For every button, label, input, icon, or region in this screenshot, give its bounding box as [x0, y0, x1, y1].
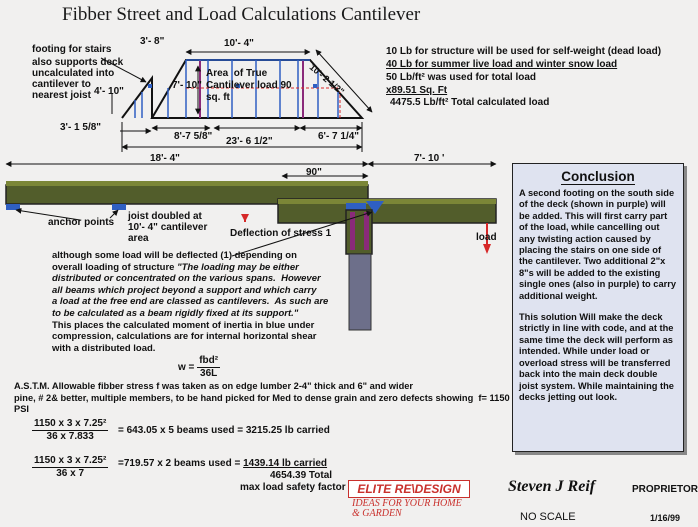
astm-note: A.S.T.M. Allowable fibber stress f was t… [14, 381, 510, 415]
explanation-line-2: overall loading of structure "The loadin… [52, 262, 352, 274]
calc-2-result-text: =719.57 x 2 beams used = [118, 458, 244, 469]
conclusion-heading: Conclusion [513, 169, 683, 185]
dim-7-10-side: 7'- 10 ' [414, 153, 445, 164]
deflection-label: Deflection of stress 1 [230, 228, 332, 239]
load-line-2: 40 Lb for summer live load and winter sn… [386, 59, 618, 70]
scale-label: NO SCALE [520, 511, 576, 523]
dim-8-7-5-8: 8'-7 5/8" [174, 131, 213, 142]
joist-label: joist doubled at 10'- 4" cantilever area [128, 211, 208, 244]
dim-3-8: 3'- 8" [140, 36, 165, 47]
dim-3-1-5-8: 3'- 1 5/8" [60, 122, 102, 133]
dim-18-4: 18'- 4" [150, 153, 180, 164]
dim-4-10: 4'- 10" [94, 86, 124, 97]
calc-1-result: = 643.05 x 5 beams used = 3215.25 lb car… [118, 425, 330, 436]
calc-2-denominator: 36 x 7 [56, 468, 85, 479]
side-elevation [5, 161, 497, 331]
conclusion-panel: Conclusion A second footing on the south… [512, 163, 684, 452]
load-line-1: 10 Lb for structure will be used for sel… [386, 46, 662, 57]
calc-1-denominator: 36 x 7.833 [46, 431, 94, 442]
calc-1-numerator: 1150 x 3 x 7.25² [32, 418, 109, 431]
conclusion-paragraph-2: This solution Will make the deck strictl… [519, 312, 674, 402]
load-line-5: 4475.5 Lb/ft² Total calculated load [390, 97, 550, 108]
anchor-label: anchor points [48, 217, 115, 228]
brand-tagline: IDEAS FOR YOUR HOME & GARDEN [352, 498, 462, 519]
date-label: 1/16/99 [650, 513, 681, 523]
brand-logo: ELITE RE\DESIGN [348, 480, 470, 498]
dim-23-6-1-2: 23'- 6 1/2" [226, 136, 273, 147]
role-label: PROPRIETOR [632, 484, 698, 495]
formula-denominator: 36L [200, 368, 218, 379]
signature: Steven J Reif [508, 478, 596, 495]
dim-7-10: 7'- 10" [172, 80, 202, 91]
load-line-3: 50 Lb/ft² was used for total load [386, 72, 537, 83]
calc-total: 4654.39 Total [270, 470, 333, 481]
top-view-dimensions [100, 49, 373, 152]
cantilever-area-label: Area of True Cantilever load 90 sq. ft [206, 68, 292, 103]
explanation-line-1: although some load will be deflected (1)… [52, 250, 297, 261]
explanation-line-2-text: overall loading of structure [52, 261, 178, 273]
formula-numerator: fbd² [197, 355, 221, 368]
safety-factor: max load safety factor 2+ [240, 482, 360, 493]
explanation-line-2-quote: "The loading may be either [177, 261, 299, 273]
supports-note: also supports deck uncalculated into can… [32, 57, 124, 101]
page-title: Fibber Street and Load Calculations Cant… [62, 4, 421, 25]
dim-6-7-1-4: 6'- 7 1/4" [318, 131, 360, 142]
load-label: load [476, 232, 497, 243]
conclusion-paragraph-1: A second footing on the south side of th… [519, 188, 677, 301]
calc-2-numerator: 1150 x 3 x 7.25² [32, 455, 109, 468]
calc-2-result-carried: 1439.14 lb carried [243, 458, 328, 469]
dim-10-4: 10'- 4" [224, 38, 254, 49]
formula-w: w = [178, 362, 195, 374]
load-line-4: x89.51 Sq. Ft [386, 85, 448, 96]
conclusion-heading-text: Conclusion [561, 169, 635, 185]
explanation: although some load will be deflected (1)… [52, 250, 352, 354]
dim-90: 90" [306, 167, 322, 178]
calc-2-result: =719.57 x 2 beams used = 1439.14 lb carr… [118, 458, 327, 470]
footing-label: footing for stairs [32, 44, 112, 55]
explanation-tail: This places the calculated moment of ine… [52, 319, 317, 354]
explanation-quote: distributed or concentrated on the vario… [52, 273, 329, 319]
